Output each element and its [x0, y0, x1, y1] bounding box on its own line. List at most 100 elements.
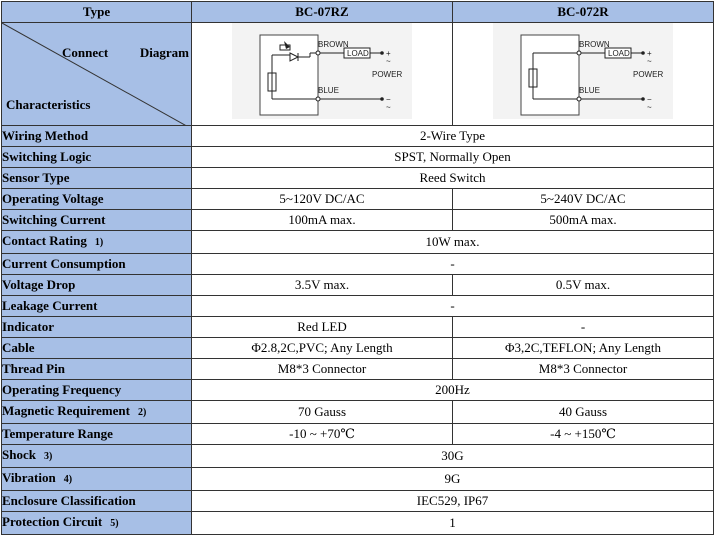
diagram-label: Diagram — [139, 45, 189, 60]
shared-value: 2-Wire Type — [191, 125, 714, 147]
row-label: Temperature Range — [1, 423, 192, 445]
diagram-row: Connect Diagram Characteristics — [1, 22, 714, 126]
tilde-bottom-b: ~ — [647, 103, 652, 112]
row-label-text: Sensor Type — [2, 170, 70, 185]
diagonal-divider — [2, 23, 185, 125]
minus-label-b: − — [647, 95, 652, 104]
tilde-bottom-a: ~ — [386, 103, 391, 112]
value-model-b: -4 ~ +150℃ — [452, 423, 714, 445]
power-label-b: POWER — [633, 70, 663, 79]
connect-label: Connect — [62, 45, 109, 60]
load-label-b: LOAD — [608, 49, 630, 58]
blue-label-b: BLUE — [579, 86, 600, 95]
footnote-marker: 1) — [94, 237, 104, 248]
row-label-text: Leakage Current — [2, 298, 98, 313]
plus-label-a: + — [386, 49, 391, 58]
value-model-b: - — [452, 316, 714, 338]
value-model-a: 3.5V max. — [191, 274, 453, 296]
model-b-header: BC-072R — [452, 1, 714, 23]
table-row: Sensor Type Reed Switch — [1, 167, 714, 189]
value-model-b: M8*3 Connector — [452, 358, 714, 380]
row-label: Cable — [1, 337, 192, 359]
row-label-text: Switching Logic — [2, 149, 92, 164]
row-label-text: Shock — [2, 447, 36, 462]
row-label-text: Magnetic Requirement — [2, 403, 130, 418]
row-label: Enclosure Classification — [1, 490, 192, 512]
table-row: Current Consumption - — [1, 253, 714, 275]
shared-value: SPST, Normally Open — [191, 146, 714, 168]
table-row: Contact Rating 1) 10W max. — [1, 230, 714, 254]
tilde-top-a: ~ — [386, 57, 391, 66]
plus-label-b: + — [647, 49, 652, 58]
value-model-b: 40 Gauss — [452, 400, 714, 424]
row-label-text: Current Consumption — [2, 256, 126, 271]
header-row: Type BC-07RZ BC-072R — [1, 1, 714, 23]
row-label: Switching Logic — [1, 146, 192, 168]
load-label-a: LOAD — [347, 49, 369, 58]
shared-value: - — [191, 253, 714, 275]
value-model-a: 100mA max. — [191, 209, 453, 231]
footnote-marker: 5) — [110, 518, 119, 529]
model-a-header: BC-07RZ — [191, 1, 453, 23]
row-label: Shock 3) — [1, 444, 192, 468]
footnote-marker: 2) — [137, 407, 147, 418]
row-label-text: Wiring Method — [2, 128, 89, 143]
power-label-a: POWER — [372, 70, 402, 79]
row-label: Magnetic Requirement 2) — [1, 400, 192, 424]
value-model-a: Φ2.8,2C,PVC; Any Length — [191, 337, 453, 359]
table-row: Wiring Method 2-Wire Type — [1, 125, 714, 147]
row-label: Voltage Drop — [1, 274, 192, 296]
row-label: Switching Current — [1, 209, 192, 231]
row-label-text: Cable — [2, 340, 35, 355]
row-label: Sensor Type — [1, 167, 192, 189]
tilde-top-b: ~ — [647, 57, 652, 66]
row-label: Thread Pin — [1, 358, 192, 380]
value-model-b: 500mA max. — [452, 209, 714, 231]
wiring-diagram-b-graphic: BROWN LOAD + ~ POWER BLUE − ~ — [493, 23, 673, 119]
value-model-b: Φ3,2C,TEFLON; Any Length — [452, 337, 714, 359]
table-row: Shock 3) 30G — [1, 444, 714, 468]
value-model-a: -10 ~ +70℃ — [191, 423, 453, 445]
wiring-diagram-a: BROWN LOAD + ~ POWER BLUE − ~ — [191, 22, 453, 126]
row-label-text: Thread Pin — [2, 361, 65, 376]
shared-value: 9G — [191, 467, 714, 491]
type-header: Type — [1, 1, 192, 23]
table-row: Switching Logic SPST, Normally Open — [1, 146, 714, 168]
shared-value: 1 — [191, 511, 714, 535]
row-label: Current Consumption — [1, 253, 192, 275]
footnote-marker: 4) — [63, 474, 73, 485]
shared-value: 30G — [191, 444, 714, 468]
row-label-text: Contact Rating — [2, 233, 87, 248]
shared-value: Reed Switch — [191, 167, 714, 189]
shared-value: 10W max. — [191, 230, 714, 254]
row-label-text: Enclosure Classification — [2, 493, 136, 508]
row-label-text: Indicator — [2, 319, 55, 334]
row-label: Operating Voltage — [1, 188, 192, 210]
row-label: Wiring Method — [1, 125, 192, 147]
blue-label-a: BLUE — [318, 86, 339, 95]
row-label: Operating Frequency — [1, 379, 192, 401]
footnote-marker: 3) — [43, 451, 53, 462]
row-label-text: Voltage Drop — [2, 277, 76, 292]
table-row: Leakage Current - — [1, 295, 714, 317]
characteristics-label: Characteristics — [6, 97, 91, 112]
wiring-diagram-b: BROWN LOAD + ~ POWER BLUE − ~ — [452, 22, 714, 126]
row-label: Contact Rating 1) — [1, 230, 192, 254]
row-label-text: Vibration — [2, 470, 56, 485]
row-label-text: Temperature Range — [2, 426, 113, 441]
row-label-text: Operating Frequency — [2, 382, 122, 397]
brown-label-a: BROWN — [318, 40, 349, 49]
shared-value: - — [191, 295, 714, 317]
row-label-text: Operating Voltage — [2, 191, 104, 206]
connect-diagram-label: Connect Diagram — [62, 43, 189, 63]
shared-value: IEC529, IP67 — [191, 490, 714, 512]
